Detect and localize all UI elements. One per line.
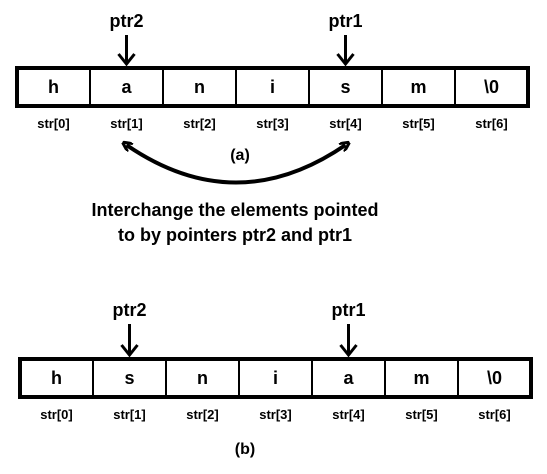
- array-cell: n: [194, 77, 205, 97]
- array-cell: a: [121, 77, 132, 97]
- array-cell: n: [197, 368, 208, 388]
- array-cell: i: [270, 77, 275, 97]
- description-line-1: Interchange the elements pointed: [91, 200, 378, 220]
- array-cell: s: [340, 77, 350, 97]
- index-label: str[0]: [37, 116, 70, 131]
- array-outline: [15, 66, 530, 108]
- index-label: str[6]: [478, 407, 511, 422]
- index-label: str[2]: [183, 116, 216, 131]
- index-label: str[0]: [40, 407, 73, 422]
- array-cell: \0: [484, 77, 499, 97]
- pointer-arrow: [120, 324, 139, 358]
- array-cell: \0: [487, 368, 502, 388]
- index-label: str[6]: [475, 116, 508, 131]
- array-outline: [18, 357, 533, 399]
- array-b: h s n i a m \0: [18, 357, 533, 399]
- pointers-b: ptr2 ptr1: [112, 300, 366, 358]
- pointer-arrow: [339, 324, 358, 358]
- array-cell: m: [413, 368, 429, 388]
- pointer-label: ptr1: [328, 11, 362, 31]
- array-cell: a: [343, 368, 354, 388]
- description-line-2: to by pointers ptr2 and ptr1: [118, 225, 352, 245]
- index-label: str[1]: [110, 116, 143, 131]
- array-a: h a n i s m \0: [15, 66, 530, 108]
- index-label: str[5]: [405, 407, 438, 422]
- pointer-arrow: [117, 35, 136, 67]
- index-label: str[2]: [186, 407, 219, 422]
- array-cell: h: [51, 368, 62, 388]
- description: Interchange the elements pointed to by p…: [91, 200, 378, 245]
- index-labels-b: str[0] str[1] str[2] str[3] str[4] str[5] str[…: [40, 407, 511, 422]
- pointer-label: ptr2: [109, 11, 143, 31]
- pointer-label: ptr1: [331, 300, 365, 320]
- caption-b: (b): [235, 441, 255, 458]
- swap-arrow: [127, 145, 346, 185]
- array-cell: s: [124, 368, 134, 388]
- index-label: str[4]: [332, 407, 365, 422]
- index-label: str[3]: [259, 407, 292, 422]
- caption-a: (a): [230, 147, 250, 164]
- pointer-label: ptr2: [112, 300, 146, 320]
- index-label: str[1]: [113, 407, 146, 422]
- index-labels-a: str[0] str[1] str[2] str[3] str[4] str[5] str[…: [37, 116, 508, 131]
- array-cell: h: [48, 77, 59, 97]
- array-cell: m: [410, 77, 426, 97]
- pointer-arrow: [336, 35, 355, 67]
- index-label: str[4]: [329, 116, 362, 131]
- index-label: str[5]: [402, 116, 435, 131]
- pointers-a: ptr2 ptr1: [109, 11, 363, 67]
- array-cell: i: [273, 368, 278, 388]
- index-label: str[3]: [256, 116, 289, 131]
